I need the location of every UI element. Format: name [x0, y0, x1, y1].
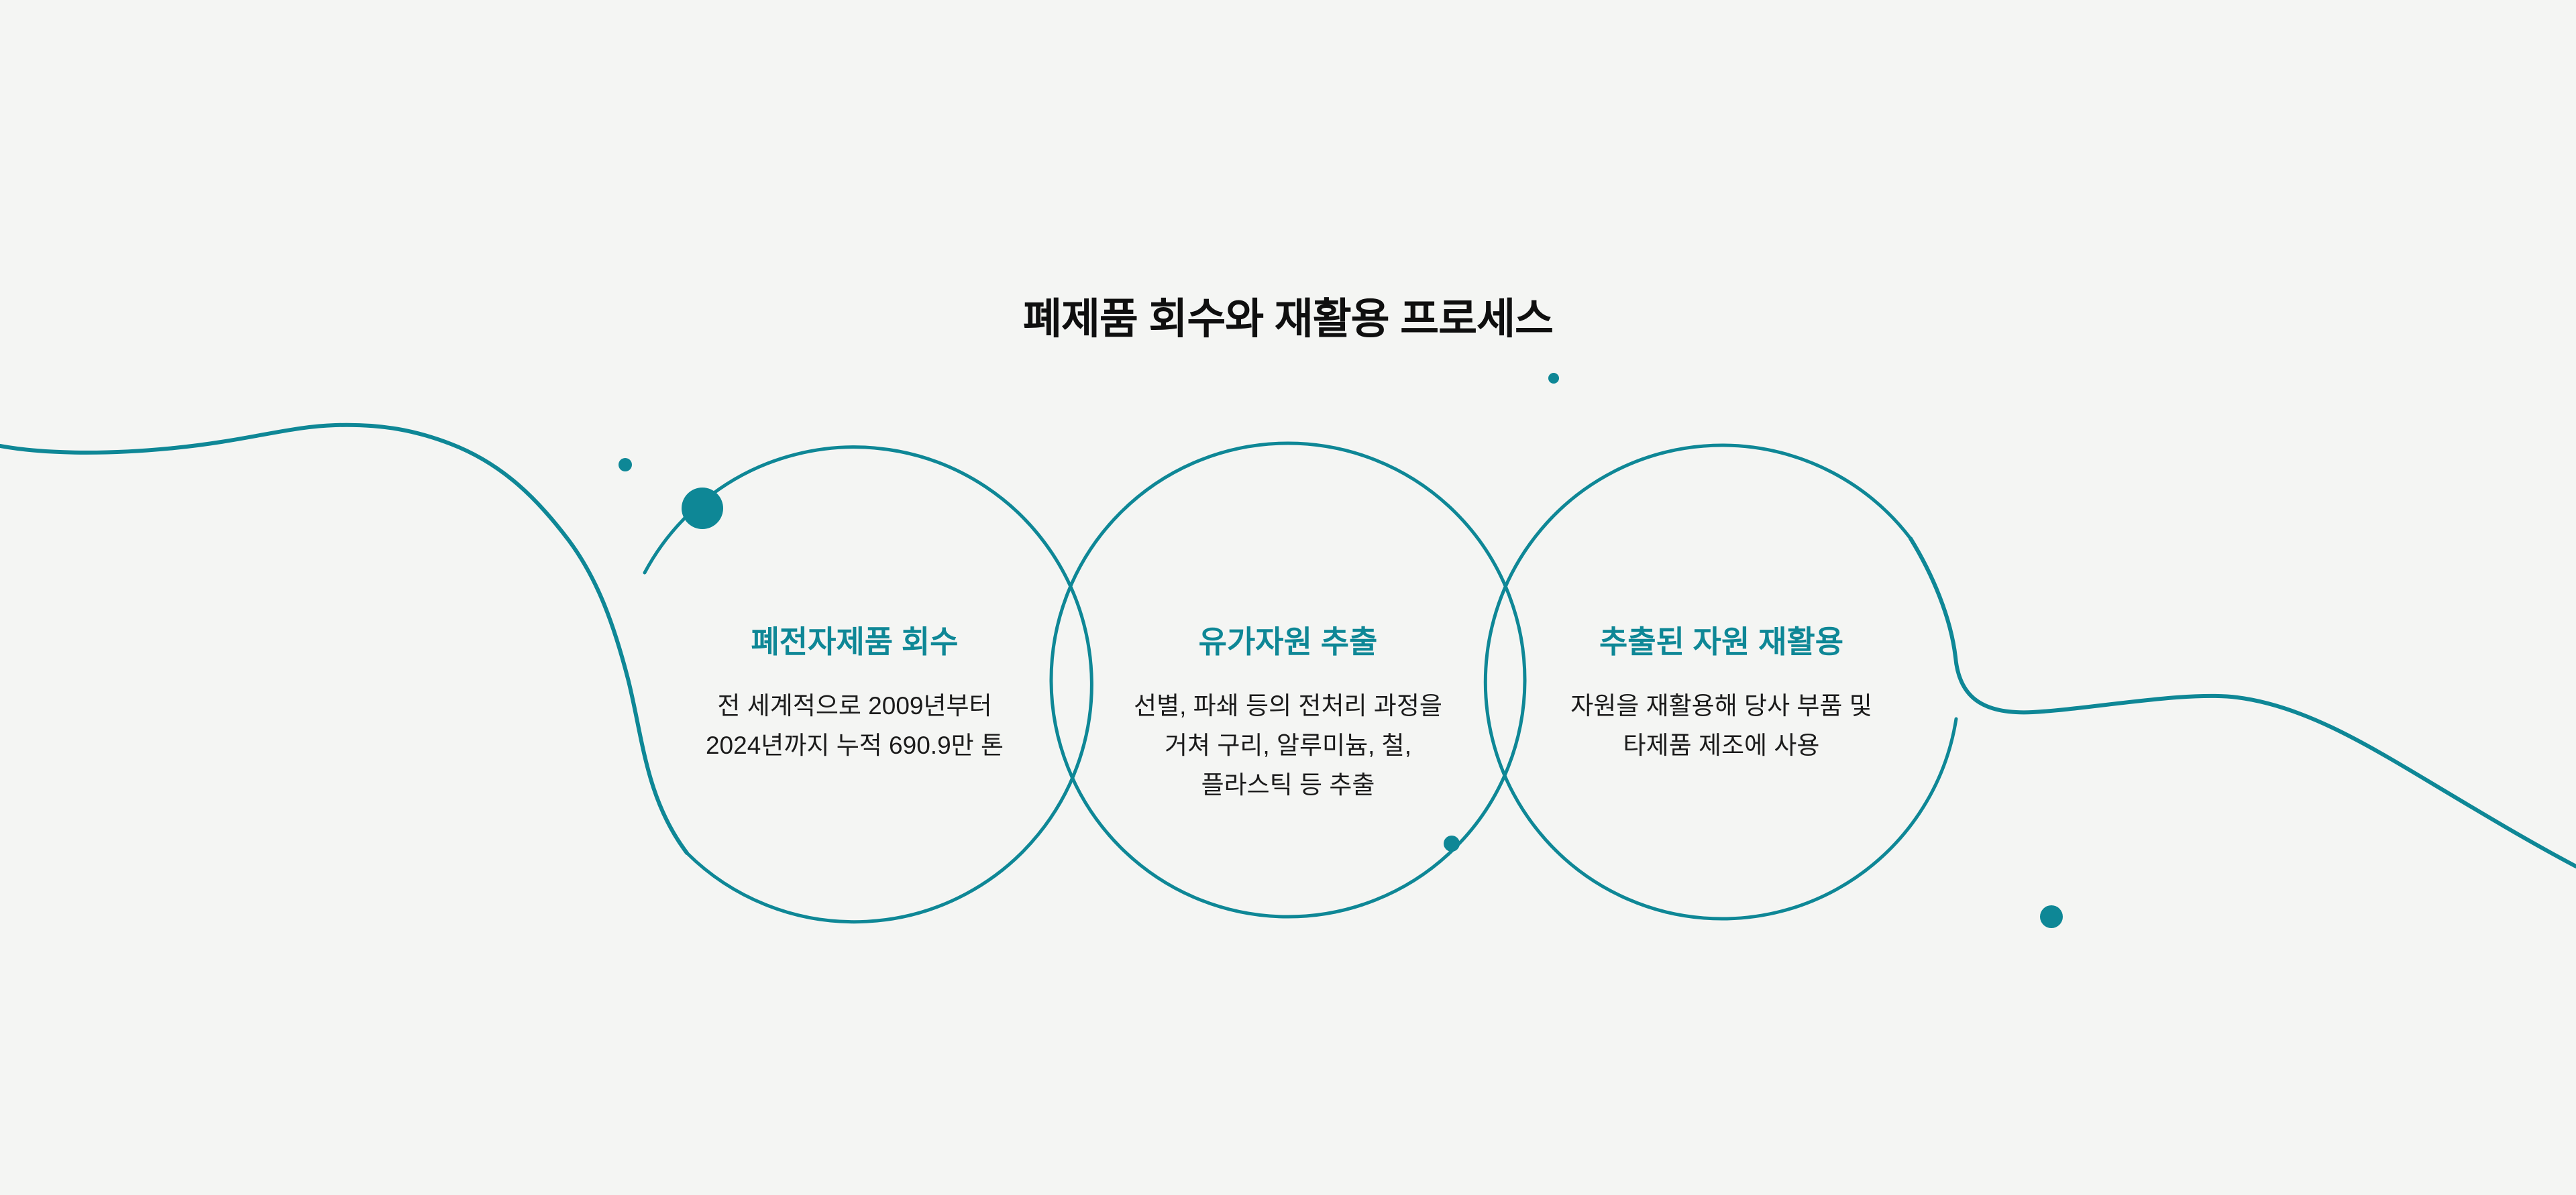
step-3-description-line-1: 자원을 재활용해 당사 부품 및	[1570, 692, 1872, 720]
accent-dot-bottom-right-icon	[2040, 905, 2063, 928]
process-circle-3-icon	[1483, 443, 1958, 921]
step-2-description-line-3: 플라스틱 등 추출	[1201, 771, 1375, 799]
step-2-description: 선별, 파쇄 등의 전처리 과정을 거쳐 구리, 알루미늄, 철, 플라스틱 등…	[1033, 686, 1543, 805]
step-1-description: 전 세계적으로 2009년부터 2024년까지 누적 690.9만 톤	[600, 686, 1110, 765]
step-3-heading: 추출된 자원 재활용	[1599, 624, 1844, 659]
accent-dot-circle2-rim-icon	[1444, 836, 1460, 852]
step-1-heading: 폐전자제품 회수	[751, 624, 959, 659]
step-2-heading: 유가자원 추출	[1198, 624, 1378, 659]
step-2-description-line-2: 거쳐 구리, 알루미늄, 철,	[1164, 732, 1412, 760]
process-step-2: 유가자원 추출 선별, 파쇄 등의 전처리 과정을 거쳐 구리, 알루미늄, 철…	[1033, 624, 1543, 805]
process-circle-1-icon	[643, 445, 1093, 924]
page-title: 폐제품 회수와 재활용 프로세스	[1023, 296, 1554, 343]
accent-dot-large-icon	[682, 488, 723, 529]
step-3-description: 자원을 재활용해 당사 부품 및 타제품 제조에 사용	[1466, 686, 1976, 765]
process-step-1: 폐전자제품 회수 전 세계적으로 2009년부터 2024년까지 누적 690.…	[600, 624, 1110, 765]
step-1-description-line-1: 전 세계적으로 2009년부터	[717, 692, 992, 720]
step-2-description-line-1: 선별, 파쇄 등의 전처리 과정을	[1134, 692, 1442, 720]
process-circle-2-icon	[1049, 441, 1527, 919]
accent-dot-top-middle-icon	[1548, 373, 1559, 384]
flow-line-left-icon	[0, 422, 689, 855]
flow-line-right-icon	[1909, 536, 2576, 868]
accent-dot-small-left-icon	[619, 458, 632, 471]
step-3-description-line-2: 타제품 제조에 사용	[1623, 732, 1820, 760]
process-step-3: 추출된 자원 재활용 자원을 재활용해 당사 부품 및 타제품 제조에 사용	[1466, 624, 1976, 765]
step-1-description-line-2: 2024년까지 누적 690.9만 톤	[705, 732, 1004, 760]
